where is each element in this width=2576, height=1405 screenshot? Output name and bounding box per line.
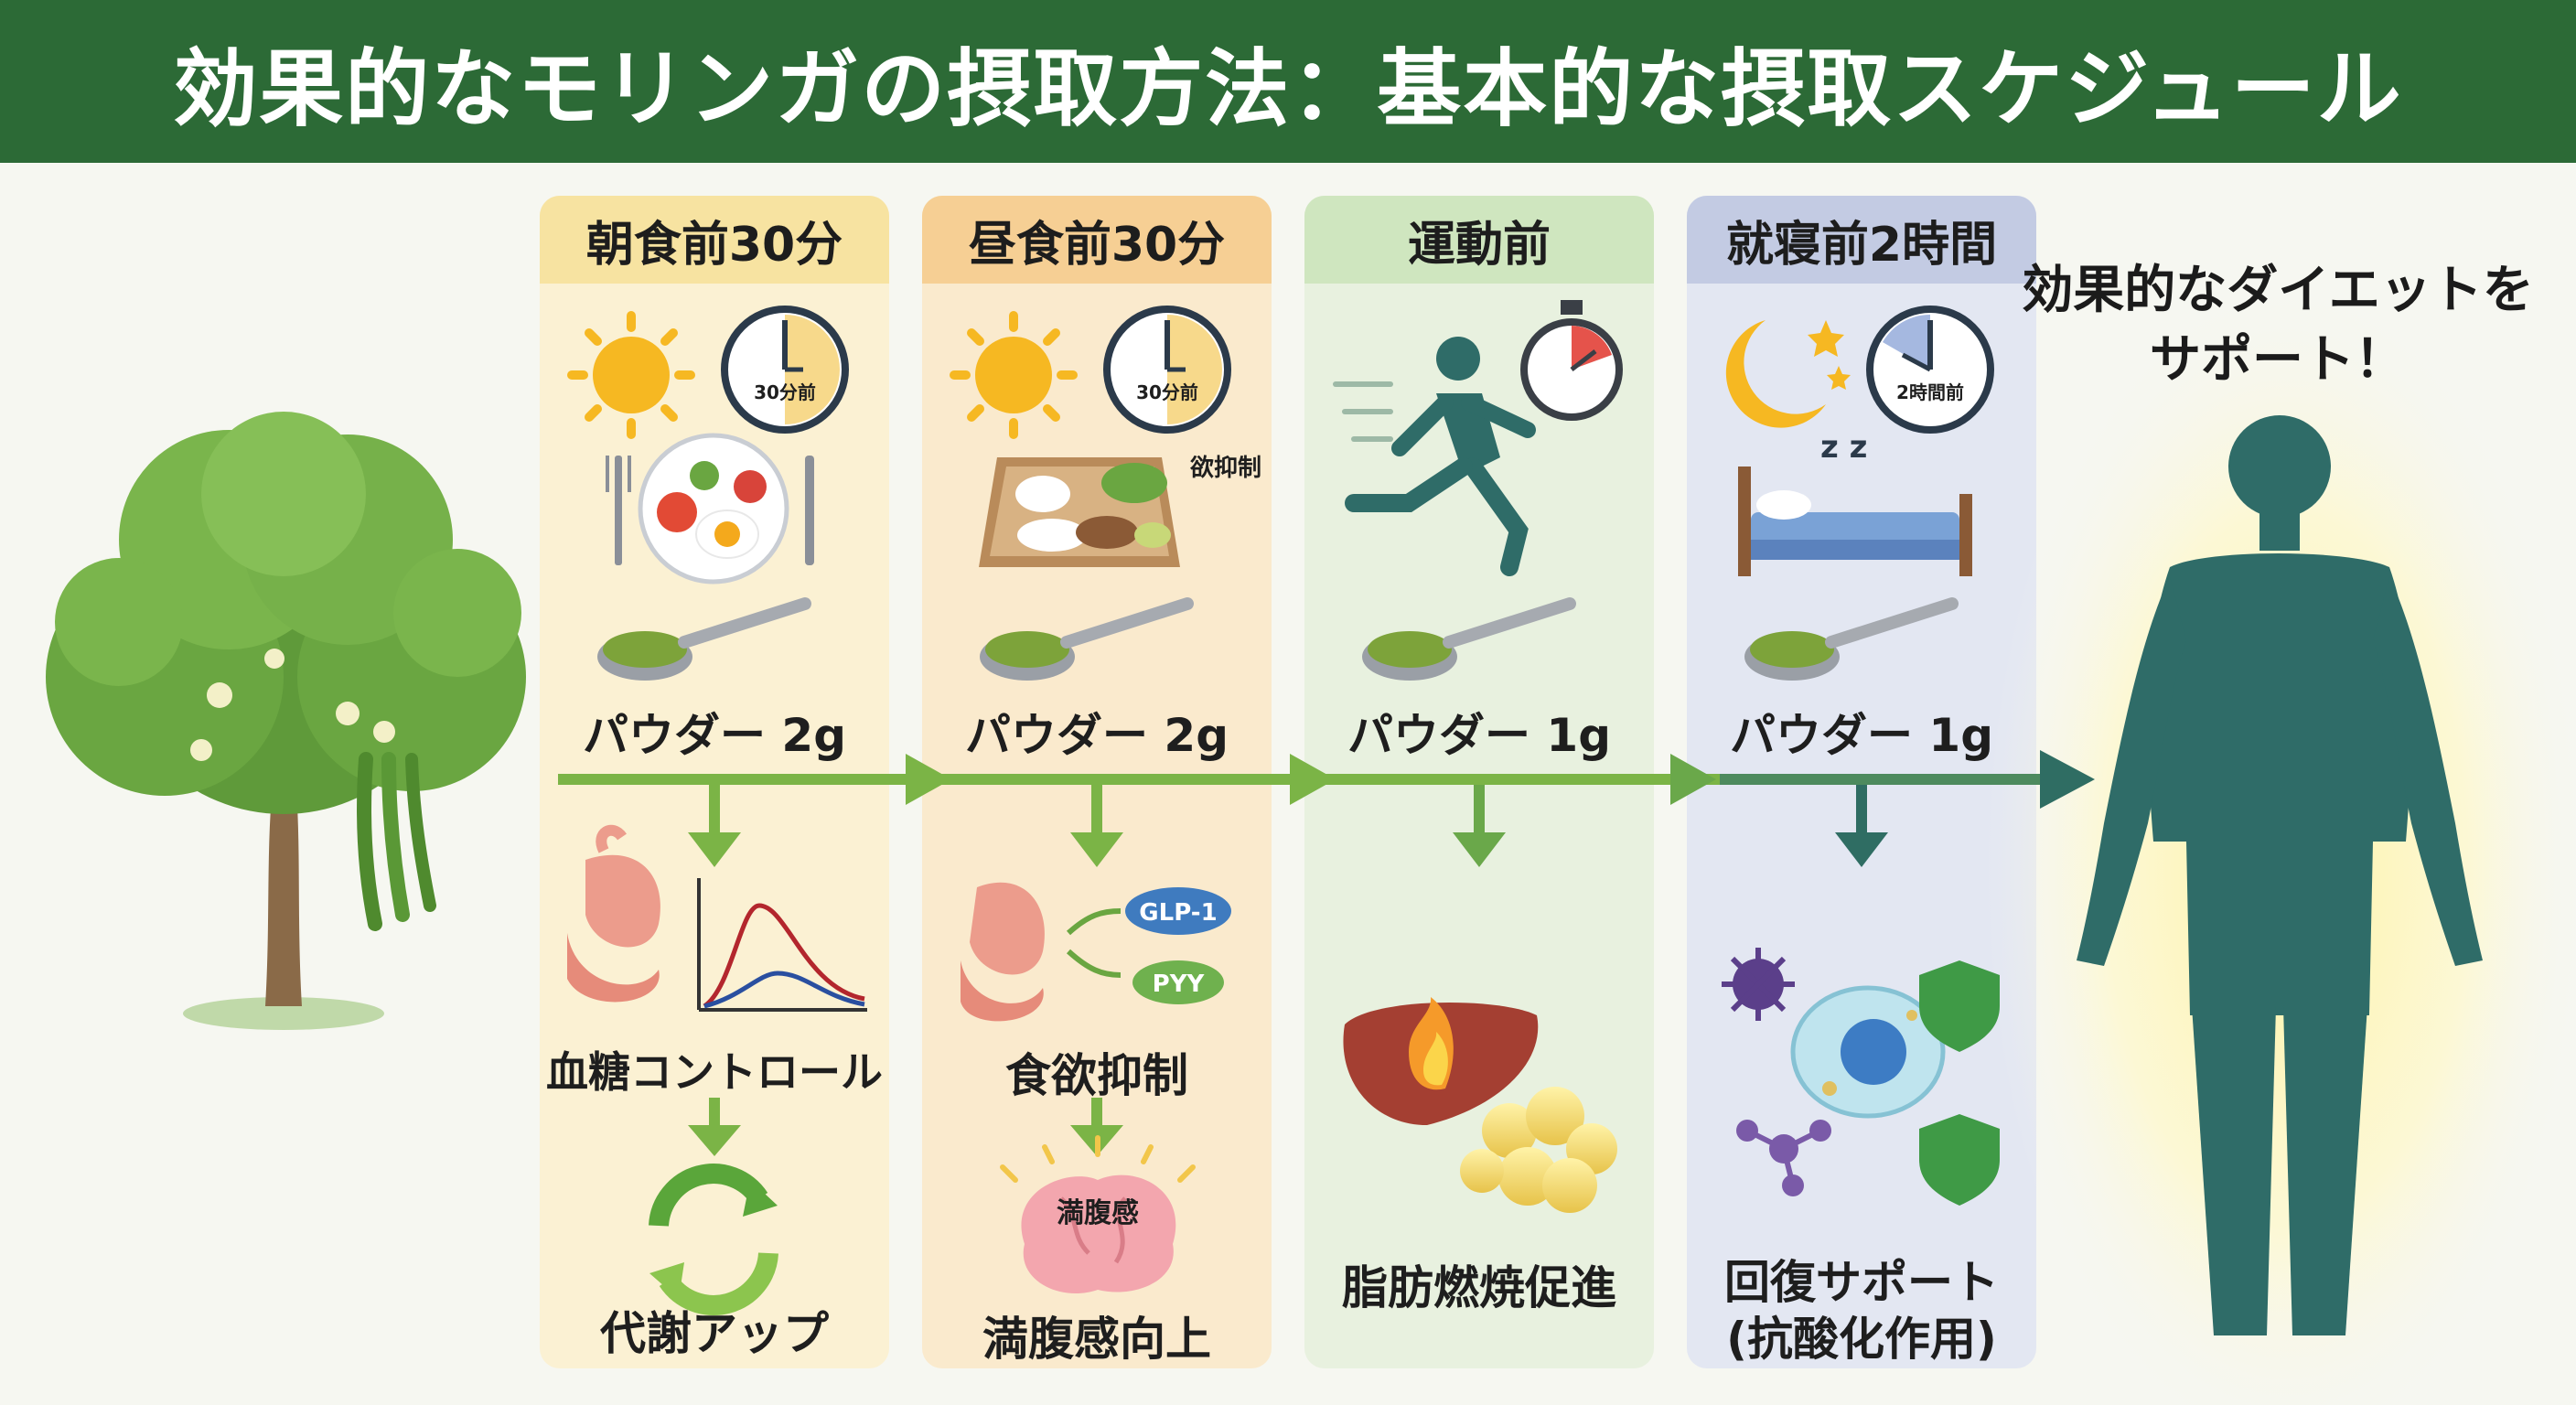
brain-icon bbox=[1000, 1135, 1196, 1294]
effect-satiety: 満腹感向上 bbox=[982, 1313, 1211, 1366]
clock-icon bbox=[1866, 306, 1994, 434]
clock-icon bbox=[1103, 306, 1231, 434]
moon-stars-icon bbox=[1725, 320, 1851, 428]
breakfast-plate-icon bbox=[606, 433, 814, 585]
spoon-powder-icon bbox=[1362, 597, 1576, 681]
liver-fire-icon bbox=[1343, 997, 1539, 1125]
hormone-glp1: GLP-1 bbox=[1139, 899, 1217, 927]
effect-antioxidant: (抗酸化作用) bbox=[1726, 1313, 1997, 1366]
title-banner bbox=[0, 0, 2576, 163]
stopwatch-icon bbox=[1520, 300, 1623, 421]
molecule-icon bbox=[1736, 1120, 1831, 1196]
effect-metabolism: 代謝アップ bbox=[600, 1307, 829, 1360]
clock-label: 30分前 bbox=[1136, 381, 1198, 403]
bed-icon: z z bbox=[1738, 429, 1972, 576]
hormone-pyy: PYY bbox=[1153, 971, 1206, 998]
timing-lunch: 昼食前30分 bbox=[922, 196, 1272, 284]
dose-bedtime: パウダー 1g bbox=[1730, 709, 1993, 762]
clock-icon bbox=[721, 306, 849, 434]
hormone-arrows bbox=[1066, 887, 1231, 1004]
spoon-powder-icon bbox=[1744, 597, 1959, 681]
effect-appetite: 食欲抑制 bbox=[1005, 1049, 1188, 1102]
effect-recovery: 回復サポート bbox=[1724, 1256, 1999, 1309]
flow-line bbox=[558, 750, 2095, 1156]
moringa-tree bbox=[46, 412, 526, 1030]
virus-icon bbox=[1722, 948, 1795, 1021]
stomach-icon bbox=[961, 882, 1045, 1022]
cell-icon bbox=[1790, 985, 1946, 1119]
effect-fat-burning: 脂肪燃焼促進 bbox=[1342, 1261, 1616, 1314]
dose-exercise: パウダー 1g bbox=[1347, 709, 1611, 762]
timing-exercise: 運動前 bbox=[1304, 196, 1654, 284]
dose-breakfast: パウダー 2g bbox=[583, 709, 846, 762]
human-silhouette bbox=[2077, 415, 2483, 1335]
runner-icon bbox=[1333, 337, 1536, 576]
clock-label: 30分前 bbox=[754, 381, 816, 403]
recycle-icon bbox=[649, 1164, 778, 1315]
sun-icon bbox=[567, 311, 695, 439]
goal-text: 効果的なダイエットをサポート！ bbox=[2022, 261, 2534, 390]
svg-text:z z: z z bbox=[1820, 429, 1867, 466]
callout-label: 欲抑制 bbox=[1189, 455, 1261, 482]
spoon-powder-icon bbox=[980, 597, 1194, 681]
dose-lunch: パウダー 2g bbox=[965, 709, 1229, 762]
stomach-icon bbox=[567, 824, 660, 1003]
page-title: 効果的なモリンガの摂取方法：基本的な摂取スケジュール bbox=[173, 39, 2403, 138]
sun-icon bbox=[950, 311, 1078, 439]
effect-blood-sugar: 血糖コントロール bbox=[546, 1047, 883, 1097]
timing-breakfast: 朝食前30分 bbox=[540, 196, 889, 284]
glucose-curve-icon bbox=[697, 878, 867, 1012]
fat-cells-icon bbox=[1460, 1087, 1617, 1213]
spoon-powder-icon bbox=[597, 597, 811, 681]
clock-label: 2時間前 bbox=[1896, 381, 1964, 403]
shield-icon bbox=[1919, 960, 2000, 1206]
timing-bedtime: 就寝前2時間 bbox=[1687, 196, 2036, 284]
brain-label: 満腹感 bbox=[1057, 1197, 1139, 1229]
lunch-tray-icon bbox=[979, 457, 1180, 567]
